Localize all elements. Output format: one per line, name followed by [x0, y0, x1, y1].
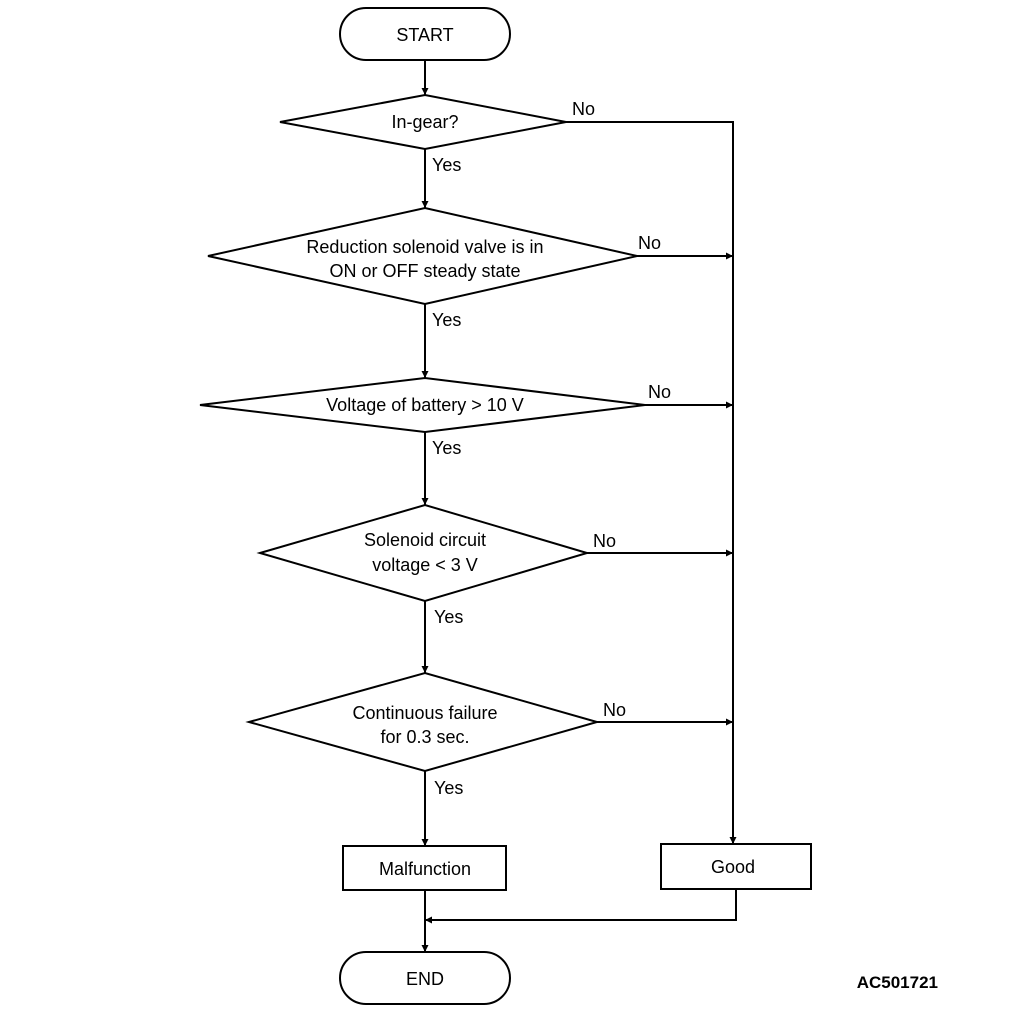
- no-bus-line: [566, 121, 737, 844]
- yes-label-d3: Yes: [432, 438, 461, 458]
- decision-circuit-voltage: Solenoid circuit voltage < 3 V: [256, 503, 591, 603]
- decision-continuous-failure-line1: Continuous failure: [352, 703, 497, 723]
- good-label: Good: [711, 857, 755, 877]
- malfunction-box: Malfunction: [342, 845, 507, 891]
- decision-solenoid-steady-state: Reduction solenoid valve is in ON or OFF…: [207, 206, 638, 306]
- decision-solenoid-steady-state-line1: Reduction solenoid valve is in: [306, 237, 543, 257]
- decision-in-gear-label: In-gear?: [391, 112, 458, 132]
- decision-battery-voltage-label: Voltage of battery > 10 V: [326, 395, 524, 415]
- decision-circuit-voltage-line2: voltage < 3 V: [372, 555, 478, 575]
- end-label: END: [406, 969, 444, 989]
- yes-label-d4: Yes: [434, 607, 463, 627]
- decision-in-gear: In-gear?: [279, 93, 567, 151]
- figure-code: AC501721: [857, 973, 938, 992]
- yes-label-d5: Yes: [434, 778, 463, 798]
- no-label-d4: No: [593, 531, 616, 551]
- no-label-d1: No: [572, 99, 595, 119]
- decision-continuous-failure: Continuous failure for 0.3 sec.: [245, 671, 601, 773]
- yes-label-d2: Yes: [432, 310, 461, 330]
- start-terminator: START: [339, 7, 511, 61]
- malfunction-label: Malfunction: [379, 859, 471, 879]
- decision-battery-voltage: Voltage of battery > 10 V: [199, 376, 646, 434]
- arrow-good-to-end: [425, 889, 737, 924]
- decision-solenoid-steady-state-line2: ON or OFF steady state: [329, 261, 520, 281]
- start-label: START: [396, 25, 453, 45]
- decision-circuit-voltage-line1: Solenoid circuit: [364, 530, 486, 550]
- decision-continuous-failure-line2: for 0.3 sec.: [380, 727, 469, 747]
- yes-label-d1: Yes: [432, 155, 461, 175]
- no-label-d3: No: [648, 382, 671, 402]
- end-terminator: END: [339, 951, 511, 1005]
- no-label-d2: No: [638, 233, 661, 253]
- no-label-d5: No: [603, 700, 626, 720]
- good-box: Good: [660, 843, 812, 890]
